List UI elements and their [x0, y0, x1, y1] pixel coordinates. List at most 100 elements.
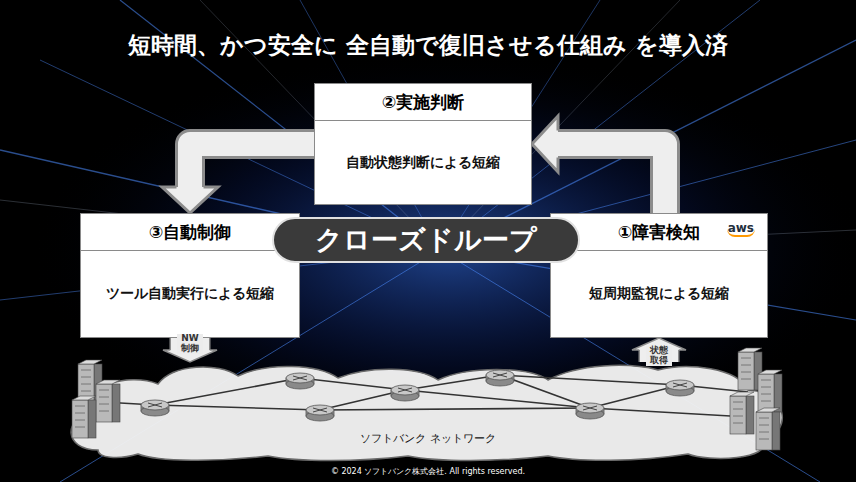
link-line — [405, 390, 590, 408]
server-front — [96, 384, 112, 422]
server-side — [112, 384, 120, 422]
server-slot — [741, 358, 751, 359]
server-symbol — [72, 396, 96, 438]
server-side — [746, 396, 754, 434]
server-slot — [81, 370, 91, 371]
arrow-head — [532, 116, 558, 172]
server-slot — [75, 406, 85, 407]
router-symbol — [141, 400, 169, 416]
heading-text: ①障害検知 — [618, 221, 700, 244]
router-symbol — [286, 373, 314, 389]
server-slot — [741, 365, 751, 366]
arrow-head — [162, 187, 218, 213]
server-front — [72, 400, 88, 438]
arrow-head-outline — [532, 116, 558, 172]
server-slot — [81, 377, 91, 378]
server-side — [774, 374, 782, 412]
router-symbol — [666, 380, 694, 396]
server-slot — [99, 404, 109, 405]
body-text: 自動状態判断による短縮 — [346, 154, 500, 172]
box-heading: ②実施判断 — [315, 84, 531, 121]
router-top — [666, 380, 694, 390]
arrow-shaft — [558, 144, 665, 213]
server-slot — [99, 397, 109, 398]
arrow-shaft-outline — [190, 144, 314, 187]
server-slot — [75, 420, 85, 421]
server-slot — [759, 418, 769, 419]
title: 短時間、かつ安全に 全自動で復旧させる仕組み を導入済 — [0, 30, 856, 61]
router-arrows — [313, 408, 327, 412]
box-body: 短周期監視による短縮 — [551, 251, 767, 337]
server-slot — [759, 432, 769, 433]
server-top — [758, 370, 782, 374]
link-line — [155, 378, 300, 405]
server-slot — [81, 391, 91, 392]
server-symbol — [756, 408, 780, 450]
link-line — [300, 378, 405, 390]
router-top — [141, 400, 169, 410]
server-front — [730, 396, 746, 434]
aws-logo: aws — [727, 222, 755, 237]
server-slot — [75, 427, 85, 428]
heading-text: ②実施判断 — [382, 91, 464, 114]
server-slot — [99, 390, 109, 391]
router-top — [486, 370, 514, 380]
server-slot — [733, 423, 743, 424]
server-slot — [761, 380, 771, 381]
loop-arrow — [162, 144, 314, 213]
server-top — [738, 348, 762, 352]
server-symbol — [96, 380, 120, 422]
server-front — [738, 352, 754, 390]
server-front — [758, 374, 774, 412]
server-top — [96, 380, 120, 384]
server-slot — [99, 411, 109, 412]
body-text: ツール自動実行による短縮 — [106, 285, 274, 303]
server-top — [78, 360, 102, 364]
router-top — [306, 405, 334, 415]
router-top — [286, 373, 314, 383]
server-top — [72, 396, 96, 400]
server-symbol — [758, 370, 782, 412]
arrow-shaft-outline — [558, 144, 665, 213]
router-arrows — [398, 388, 412, 392]
server-top — [730, 392, 754, 396]
box-heading: ③自動制御 — [81, 214, 299, 251]
server-slot — [761, 394, 771, 395]
network-cloud: ソフトバンク ネットワーク — [58, 362, 798, 462]
server-slot — [733, 409, 743, 410]
server-slot — [759, 439, 769, 440]
loop-arrow — [532, 116, 665, 213]
server-slot — [761, 387, 771, 388]
heading-text: ③自動制御 — [149, 221, 231, 244]
arrow-head-outline — [162, 187, 218, 213]
link-line — [590, 408, 748, 417]
server-side — [88, 400, 96, 438]
process-box: ①障害検知 aws 短周期監視による短縮 — [550, 213, 768, 338]
router-arrows — [673, 383, 687, 387]
link-line — [500, 375, 680, 385]
router-arrows — [493, 373, 507, 377]
server-slot — [761, 401, 771, 402]
router-symbol — [306, 405, 334, 421]
server-front — [756, 412, 772, 450]
box-body: 自動状態判断による短縮 — [315, 121, 531, 204]
body-text: 短周期監視による短縮 — [589, 285, 729, 303]
server-symbol — [730, 392, 754, 434]
network-links — [103, 375, 748, 417]
cloud-shape — [71, 365, 782, 460]
server-slot — [733, 416, 743, 417]
server-side — [772, 412, 780, 450]
router-symbol — [391, 385, 419, 401]
server-slot — [759, 425, 769, 426]
server-slot — [733, 402, 743, 403]
router-top — [576, 403, 604, 413]
network-text: ソフトバンク ネットワーク — [360, 431, 496, 446]
process-box: ②実施判断自動状態判断による短縮 — [314, 83, 532, 205]
arrow-label: NW 制御 — [177, 334, 203, 354]
loop-text: クローズドループ — [315, 222, 537, 258]
copyright-note: © 2024 ソフトバンク株式会社. All rights reserved. — [0, 466, 856, 477]
router-arrows — [148, 403, 162, 407]
server-slot — [75, 413, 85, 414]
